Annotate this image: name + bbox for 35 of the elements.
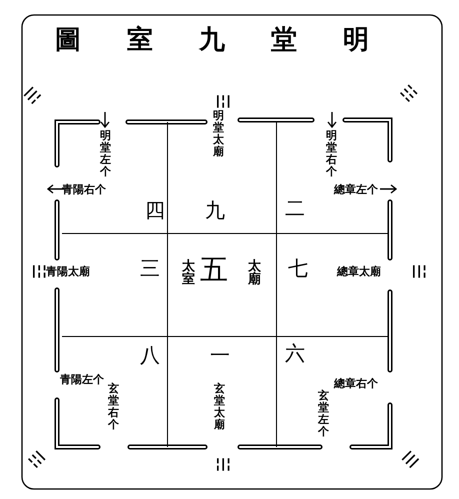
hall-label: 明堂右个: [326, 130, 337, 178]
room-number: 四: [145, 200, 165, 220]
trigram-symbol: ☲: [213, 94, 230, 110]
hall-label: 總章左个: [334, 182, 378, 197]
room-cell: [62, 122, 168, 234]
hall-label: 玄堂右个: [108, 383, 119, 432]
room-number: 三: [140, 258, 160, 278]
room-number: 六: [285, 343, 305, 363]
hall-label: 明堂太廟: [213, 110, 224, 158]
room-number: 二: [285, 198, 305, 218]
room-label: 太室: [182, 260, 195, 286]
trigram-symbol: ☱: [409, 264, 426, 280]
room-cell: [168, 122, 277, 234]
room-label: 太廟: [248, 260, 261, 286]
hall-label: 青陽左个: [60, 372, 104, 387]
trigram-symbol: ☰: [400, 449, 424, 472]
room-number: 五: [200, 256, 228, 284]
trigram-symbol: ☶: [24, 449, 48, 472]
hall-label: 玄堂左个: [318, 390, 329, 438]
trigram-symbol: ☳: [29, 264, 46, 280]
hall-label: 玄堂太廟: [214, 383, 225, 432]
hall-label: 總章右个: [334, 376, 378, 391]
hall-label: 青陽太廟: [46, 264, 90, 279]
hall-label: 明堂左个: [100, 130, 111, 178]
room-number: 九: [205, 200, 225, 220]
title: 圖室九堂明: [55, 24, 415, 57]
room-number: 一: [210, 345, 230, 365]
trigram-symbol: ☴: [22, 85, 46, 108]
hall-label: 青陽右个: [62, 182, 106, 197]
trigram-symbol: ☷: [396, 83, 420, 106]
room-number: 八: [140, 345, 160, 365]
room-cell: [168, 234, 277, 337]
room-number: 七: [288, 258, 308, 278]
trigram-symbol: ☵: [213, 456, 230, 472]
hall-label: 總章太廟: [337, 264, 381, 279]
